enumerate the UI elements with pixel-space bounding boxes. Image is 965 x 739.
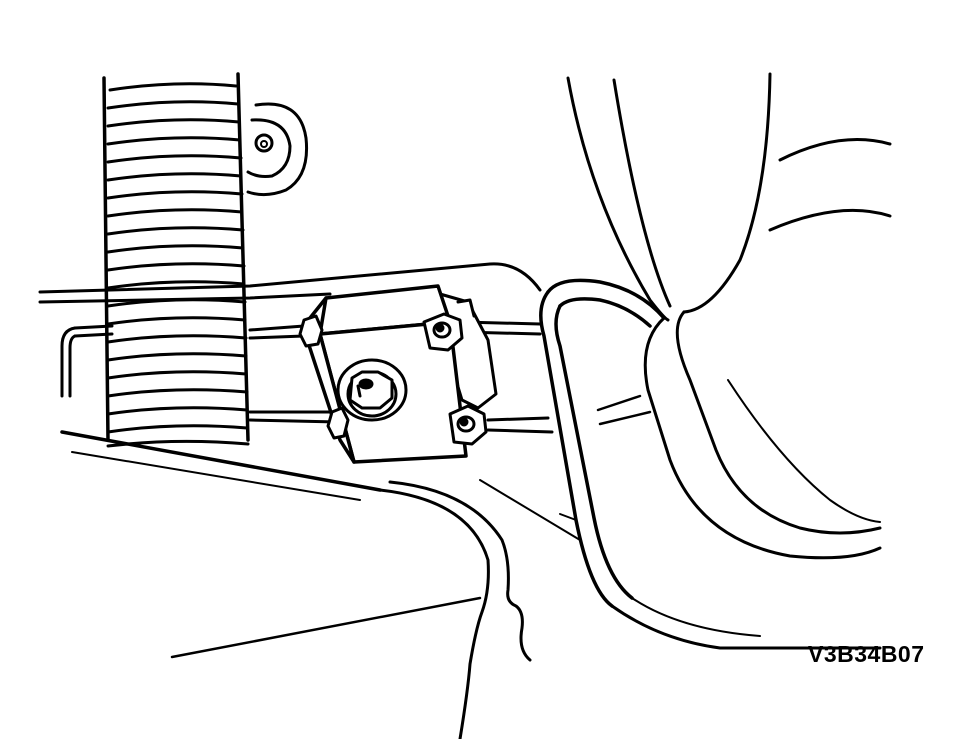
upper-left-nut [298,314,324,348]
floor-pan [378,479,581,739]
corrugated-hose [102,72,250,448]
body-panel [38,262,542,659]
rod-nuts [298,312,488,446]
lower-right-nut [448,404,488,446]
lower-left-nut [326,406,350,440]
center-bolt [336,358,408,422]
exhaust-pipe [539,278,666,608]
panel-grommet [246,102,309,197]
upper-right-nut [422,312,464,352]
figure-code-label: V3B34B07 [808,641,925,667]
right-frame [566,72,892,650]
